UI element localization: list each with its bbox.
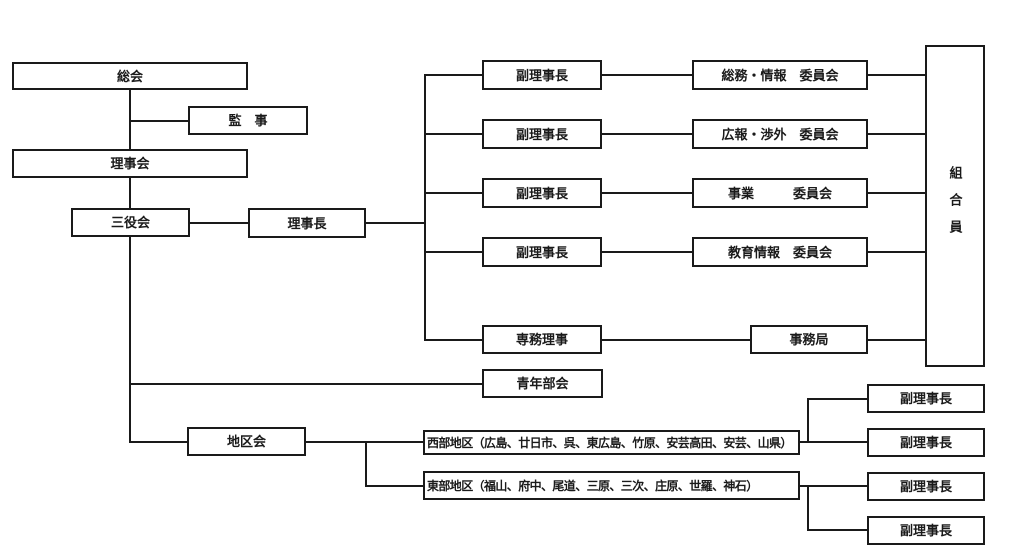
node-vice-president-7: 副理事長 bbox=[867, 472, 985, 501]
connector-line bbox=[365, 485, 423, 487]
connector-line bbox=[868, 74, 925, 76]
connector-line bbox=[424, 192, 482, 194]
connector-line bbox=[602, 339, 750, 341]
connector-line bbox=[807, 485, 809, 531]
node-education-information-committee: 教育情報 委員会 bbox=[692, 237, 868, 267]
node-vice-president-5: 副理事長 bbox=[867, 384, 985, 413]
connector-line bbox=[868, 339, 925, 341]
connector-line bbox=[365, 441, 367, 487]
connector-line bbox=[602, 74, 692, 76]
node-vice-president-3: 副理事長 bbox=[482, 178, 602, 208]
node-vice-president-4: 副理事長 bbox=[482, 237, 602, 267]
node-board-of-directors: 理事会 bbox=[12, 149, 248, 178]
connector-line bbox=[129, 178, 131, 208]
connector-line bbox=[306, 441, 423, 443]
connector-line bbox=[129, 383, 482, 385]
node-eastern-district: 東部地区（福山、府中、尾道、三原、三次、庄原、世羅、神石） bbox=[423, 471, 800, 500]
node-general-affairs-information-committee: 総務・情報 委員会 bbox=[692, 60, 868, 90]
node-executive-director: 専務理事 bbox=[482, 325, 602, 354]
connector-line bbox=[800, 441, 867, 443]
node-general-assembly: 総会 bbox=[12, 62, 248, 90]
connector-line bbox=[807, 398, 867, 400]
connector-line bbox=[800, 485, 867, 487]
connector-line bbox=[807, 398, 809, 443]
node-district-council: 地区会 bbox=[187, 427, 306, 456]
connector-line bbox=[366, 222, 426, 224]
connector-line bbox=[424, 133, 482, 135]
node-union-members: 組合員 bbox=[925, 45, 985, 367]
connector-line bbox=[424, 74, 426, 341]
connector-line bbox=[602, 251, 692, 253]
node-vice-president-6: 副理事長 bbox=[867, 428, 985, 457]
connector-line bbox=[868, 133, 925, 135]
node-public-relations-committee: 広報・渉外 委員会 bbox=[692, 119, 868, 149]
connector-line bbox=[424, 339, 482, 341]
connector-line bbox=[129, 90, 131, 149]
node-secretariat: 事務局 bbox=[750, 325, 868, 354]
connector-line bbox=[602, 192, 692, 194]
node-vice-president-8: 副理事長 bbox=[867, 516, 985, 545]
connector-line bbox=[868, 192, 925, 194]
connector-line bbox=[129, 120, 188, 122]
connector-line bbox=[868, 251, 925, 253]
connector-line bbox=[129, 441, 187, 443]
node-executive-council: 三役会 bbox=[71, 208, 190, 237]
node-youth-division: 青年部会 bbox=[482, 369, 603, 398]
node-president: 理事長 bbox=[248, 208, 366, 238]
connector-line bbox=[602, 133, 692, 135]
connector-line bbox=[190, 222, 248, 224]
node-auditor: 監 事 bbox=[188, 106, 308, 135]
node-vice-president-1: 副理事長 bbox=[482, 60, 602, 90]
connector-line bbox=[129, 237, 131, 443]
connector-line bbox=[424, 251, 482, 253]
connector-line bbox=[807, 529, 867, 531]
node-business-committee: 事業 委員会 bbox=[692, 178, 868, 208]
node-western-district: 西部地区（広島、廿日市、呉、東広島、竹原、安芸高田、安芸、山県） bbox=[423, 430, 800, 455]
connector-line bbox=[424, 74, 482, 76]
node-vice-president-2: 副理事長 bbox=[482, 119, 602, 149]
